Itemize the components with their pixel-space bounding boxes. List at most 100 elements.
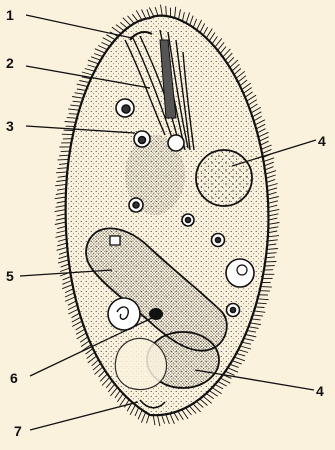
cilium [197,20,202,30]
cilium [248,100,257,105]
cilium [138,410,142,419]
cilium [94,54,103,57]
cilium [209,391,217,397]
cilium [59,164,68,165]
cilium [130,405,135,415]
cilium [230,364,239,367]
cilium [193,19,196,28]
cilium [244,338,254,340]
cilium [260,141,268,145]
cilium [238,350,248,353]
cilium [254,116,262,121]
cilium [179,9,181,19]
cilium [220,47,226,54]
cilium [245,92,253,97]
cilium [68,301,76,305]
cilium [136,10,142,20]
cilium [56,231,66,234]
cilium [100,374,107,381]
cilium [253,315,263,316]
cilium [112,27,121,33]
cilium [142,10,146,19]
cilium [203,396,212,403]
cilium [147,9,150,18]
cilium [58,239,67,242]
cilium [56,172,67,173]
cilium [240,80,247,86]
cilium [120,397,126,406]
cilium [268,218,277,220]
cilium [256,124,265,129]
cilium [247,95,256,101]
cilium [206,29,212,38]
cilium [268,227,278,229]
cilium [123,18,131,26]
cilium [258,299,269,300]
cilium [251,107,261,113]
cilium [55,210,66,212]
cilium [166,6,167,16]
cilium [106,381,112,388]
cilium [254,311,265,312]
cilium [174,413,179,421]
macronucleus-granule [110,236,120,245]
cilium [161,5,163,16]
cilium [68,309,78,314]
cilium [72,313,80,318]
cilium [268,197,279,200]
label-2: 2 [6,55,14,71]
cilium [178,411,183,420]
cilium [57,247,68,250]
cilium [268,201,278,204]
cilium [186,13,190,24]
food-vacuole-right-core [237,265,247,275]
cilium [267,249,278,250]
cilium [58,260,69,263]
cilium [218,42,225,50]
cilium [116,25,124,31]
cilium [262,149,271,153]
cilium [117,394,123,402]
cilium [268,240,278,241]
cilium [182,12,184,21]
cilium [215,385,223,389]
cilium [68,109,79,110]
cilium [264,158,275,162]
cilium [91,57,101,60]
cilium [266,175,276,178]
cilium [166,414,170,424]
cilium [268,205,277,207]
cilium [88,65,97,68]
cilium [203,27,207,35]
cilium [266,253,276,254]
cilium [72,317,81,322]
cilium [266,257,275,258]
cilium [249,327,259,329]
cilium [266,171,277,175]
cilium [242,342,251,344]
cilium [120,22,127,28]
cilium [67,118,77,119]
cilium [55,197,66,199]
cilium [57,214,66,216]
label-4-upper: 4 [318,133,326,149]
cilium [255,120,265,125]
cilium [57,243,67,246]
cilium [82,72,93,75]
cilium [261,145,271,149]
cilium [65,293,74,297]
cilium [170,414,175,424]
cilium [189,406,196,414]
cilium [268,236,279,237]
cilium [245,335,256,337]
label-4-lower: 4 [316,383,324,399]
cilium [76,325,84,330]
cilium [108,384,115,392]
cilium [59,155,69,156]
label-1: 1 [6,7,14,23]
cilium [206,394,214,399]
cilium [58,159,69,160]
cilium [265,167,274,170]
forming-food-vacuole [168,135,184,151]
